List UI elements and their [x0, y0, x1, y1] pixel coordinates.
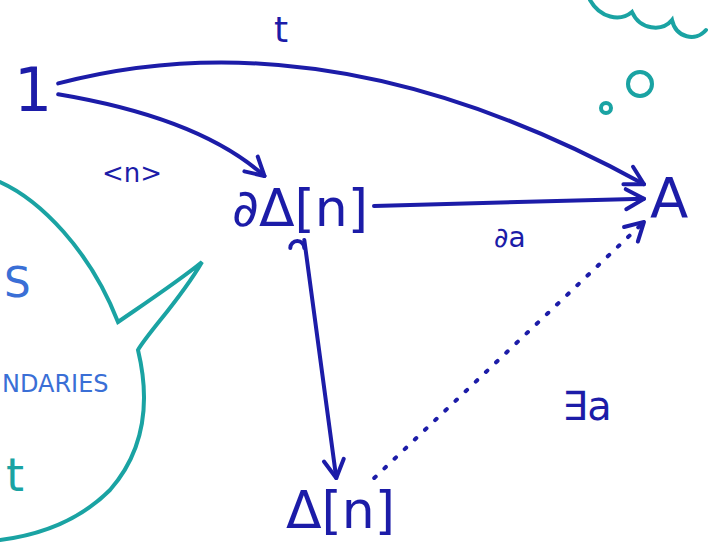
morphism-arrow: [290, 240, 343, 478]
bubble-text: t: [6, 452, 24, 498]
arrow-head: [624, 222, 644, 242]
object-label: ∂Δ[n]: [232, 182, 368, 234]
thought-dot: [601, 103, 611, 113]
thought-bubble: [590, 0, 706, 37]
object-label: 1: [14, 60, 52, 120]
object-label: Δ[n]: [286, 484, 395, 536]
inclusion-hook: [290, 241, 304, 248]
arrow-head: [626, 189, 644, 209]
diagram-object: Δ[n]: [286, 484, 395, 536]
arrow-label: ∂a: [492, 224, 528, 252]
bubble-text: NDARIES: [2, 372, 109, 396]
diagram-object: 1: [14, 60, 52, 120]
arrow-head: [623, 167, 644, 185]
arrow-line: [374, 199, 644, 206]
arrow-label: ∃a: [560, 386, 614, 426]
morphism-arrow: [374, 189, 644, 209]
diagram-object: ∂Δ[n]: [232, 182, 368, 234]
diagram-object: A: [650, 170, 688, 226]
morphism-arrow: [374, 222, 644, 478]
arrow-head: [324, 459, 344, 478]
arrow-line: [304, 240, 336, 478]
arrow-head: [244, 157, 264, 176]
arrow-label: <n>: [100, 160, 164, 186]
bubble-text: S: [4, 262, 31, 304]
object-label: A: [650, 170, 688, 226]
thought-dot: [628, 72, 652, 96]
arrow-line: [374, 222, 644, 478]
arrow-label: t: [272, 12, 290, 48]
speech-bubble: [0, 182, 202, 540]
